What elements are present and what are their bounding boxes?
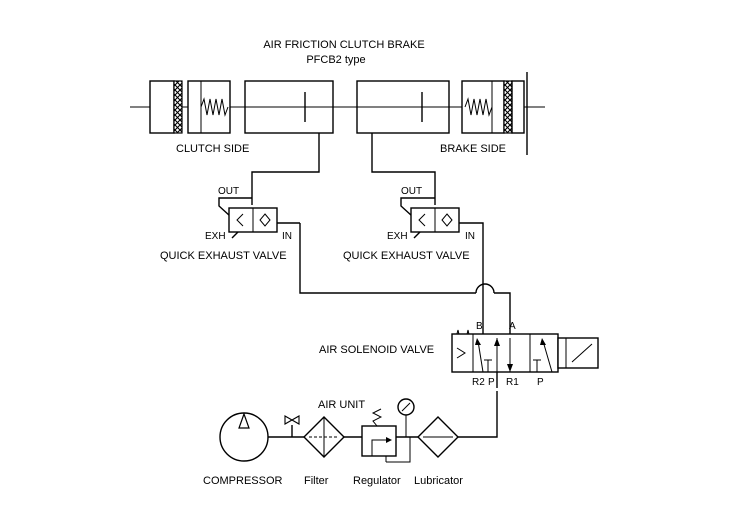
regulator-label: Regulator: [353, 475, 401, 487]
qev-right-out-label: OUT: [401, 186, 422, 197]
diagram-subtitle: PFCB2 type: [306, 54, 365, 66]
brake-side-label: BRAKE SIDE: [440, 143, 506, 155]
clutch-brake-assembly: [130, 72, 545, 155]
filter-label: Filter: [304, 475, 329, 487]
port-r1-label: R1: [506, 377, 519, 388]
diagram-title: AIR FRICTION CLUTCH BRAKE: [263, 39, 424, 51]
brake-friction-disc: [503, 80, 513, 134]
lubricator-symbol: [417, 416, 459, 458]
brake-spring-housing: [461, 80, 505, 134]
qev-right-exh-label: EXH: [387, 231, 408, 242]
port-p-left-label: P: [488, 377, 495, 388]
lubricator-label: Lubricator: [414, 475, 463, 487]
crossover-piping: [299, 223, 511, 334]
port-a-label: A: [509, 321, 516, 332]
port-p-label: P: [537, 377, 544, 388]
port-r2-label: R2: [472, 377, 485, 388]
qev-left-exh-label: EXH: [205, 231, 226, 242]
clutch-spring: [200, 97, 229, 117]
air-unit-label: AIR UNIT: [318, 399, 365, 411]
filter-symbol: [303, 416, 362, 458]
compressor-symbol: [219, 412, 304, 462]
quick-exhaust-valve-right: OUT EXH IN: [387, 186, 484, 282]
clutch-housing: [149, 80, 175, 134]
qev-right-label: QUICK EXHAUST VALVE: [343, 250, 470, 262]
drain-valve-icon: [284, 415, 300, 425]
qev-right-in-label: IN: [465, 231, 475, 242]
solenoid-valve-label: AIR SOLENOID VALVE: [319, 344, 434, 356]
clutch-friction-disc: [173, 80, 183, 134]
clutch-side-label: CLUTCH SIDE: [176, 143, 249, 155]
port-b-label: B: [476, 321, 483, 332]
quick-exhaust-valve-left: OUT EXH IN: [205, 186, 300, 242]
brake-spring: [464, 97, 493, 117]
regulator-symbol: [361, 398, 418, 463]
compressor-label: COMPRESSOR: [203, 475, 283, 487]
qev-left-in-label: IN: [282, 231, 292, 242]
brake-housing: [511, 80, 525, 134]
air-solenoid-valve: B A R2 P R1 P: [451, 321, 599, 388]
qev-left-label: QUICK EXHAUST VALVE: [160, 250, 287, 262]
qev-left-out-label: OUT: [218, 186, 239, 197]
